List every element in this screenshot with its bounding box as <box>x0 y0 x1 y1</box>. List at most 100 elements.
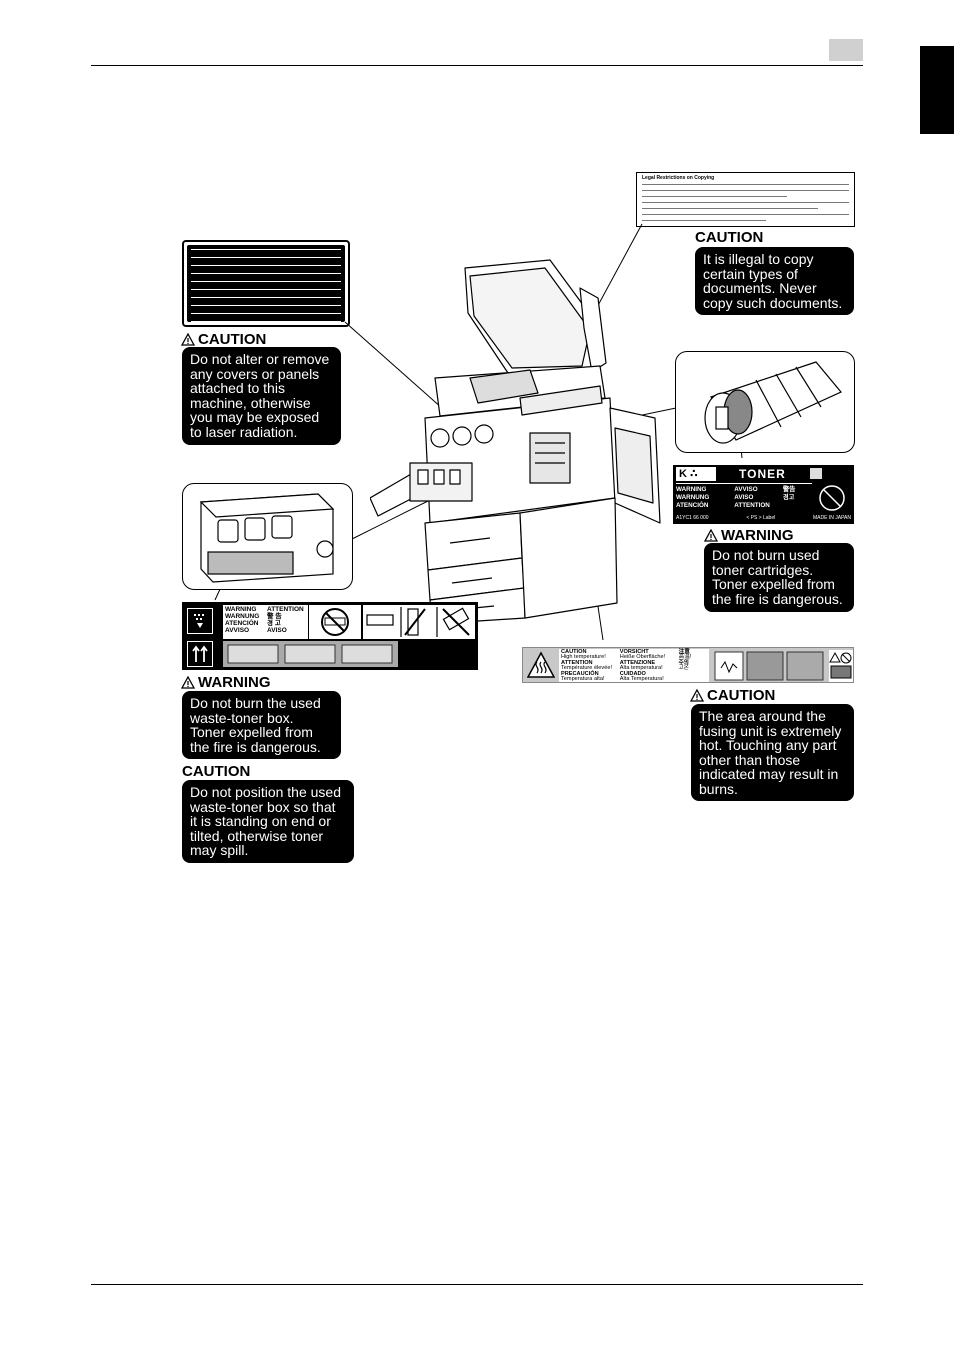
text-line: to laser radiation. <box>190 423 298 440</box>
sticker-word: 고온 <box>678 665 689 672</box>
sticker-word: 注意 <box>678 649 690 655</box>
laser-caution-heading: CAUTION <box>181 331 266 348</box>
sticker-footer: < PS > Label <box>746 515 776 521</box>
sticker-word: 경고 <box>782 494 795 501</box>
text-line: machine, otherwise <box>190 394 311 411</box>
copy-caution-bubble: It is illegal to copy certain types of d… <box>695 247 854 315</box>
sticker-word: AVVISO <box>225 627 250 634</box>
toner-k-label: K <box>679 468 687 480</box>
sticker-word: 警告 <box>782 486 796 493</box>
text-line: attached to this <box>190 380 285 397</box>
sticker-word: PRECAUCIÓN <box>561 670 599 677</box>
sticker-word: High temperature! <box>561 654 606 661</box>
sticker-word: ATENCIÓN <box>676 502 709 509</box>
no-fire-pictogram <box>309 605 361 639</box>
chapter-tab <box>920 46 954 134</box>
sticker-word <box>679 677 707 682</box>
copy-restriction-sticker: Legal Restrictions on Copying <box>636 172 855 227</box>
waste-warning-bubble: Do not burn the used waste-toner box. To… <box>182 691 341 759</box>
toner-warning-heading: WARNING <box>704 527 794 544</box>
text-line: copy such documents. <box>703 294 843 311</box>
disposal-steps-pictogram <box>223 641 398 667</box>
sticker-word: Heiße Oberfläche! <box>619 654 666 661</box>
fusing-sticker-words: CAUTION VORSICHT 注意 High temperature! He… <box>559 649 709 683</box>
sticker-word: AVISO <box>734 494 754 501</box>
sticker-word: Température élevée! <box>561 665 612 672</box>
waste-toner-box-image <box>199 493 335 583</box>
waste-toner-sticker: WARNING ATTENTION WARNUNG 警 告 ATENCIÓN 경… <box>182 602 478 670</box>
no-touch-icons <box>829 650 853 682</box>
hot-surface-icon <box>526 651 556 679</box>
text-line: toner cartridges. <box>712 561 814 578</box>
sticker-word: WARNUNG <box>676 494 710 501</box>
sticker-word: 경 고 <box>267 620 281 627</box>
text-line: waste-toner box. <box>190 709 294 726</box>
text-line: other than those <box>699 751 801 768</box>
fusing-caution-bubble: The area around the fusing unit is extre… <box>691 704 854 801</box>
text-line: Do not burn used <box>712 547 820 563</box>
text-line: tilted, otherwise toner <box>190 827 324 844</box>
waste-warning-heading: WARNING <box>181 674 271 691</box>
sticker-word: AVISO <box>267 627 287 634</box>
text-line: the fire is dangerous. <box>712 590 843 607</box>
text-line: indicated may result in <box>699 766 839 783</box>
sticker-word: ATTENZIONE <box>619 659 656 666</box>
text-line: documents. Never <box>703 280 817 297</box>
sticker-word: ATENCIÓN <box>225 620 259 627</box>
warning-triangle-icon <box>181 333 195 346</box>
fusing-caution-sticker: CAUTION VORSICHT 注意 High temperature! He… <box>522 647 854 683</box>
copy-caution-heading: CAUTION <box>695 229 764 246</box>
text-line: you may be exposed <box>190 409 320 426</box>
toner-recycle-icon <box>810 468 822 479</box>
text-line: it is standing on end or <box>190 813 331 830</box>
toner-cartridge-image <box>704 361 842 444</box>
page-number-box <box>829 39 863 61</box>
text-line: Toner expelled from <box>190 724 313 741</box>
sticker-word: WARNING <box>225 606 257 613</box>
waste-sticker-words: WARNING ATTENTION WARNUNG 警 告 ATENCIÓN 경… <box>223 605 308 639</box>
sticker-word: Alta temperatura! <box>619 665 663 672</box>
waste-box-icon <box>187 608 213 634</box>
toner-cartridge-closeup <box>675 351 855 453</box>
laser-caution-bubble: Do not alter or remove any covers or pan… <box>182 347 341 445</box>
laser-caution-sticker <box>182 240 350 327</box>
copier-illustration <box>370 259 661 624</box>
no-fire-icon <box>814 483 850 513</box>
waste-caution-bubble: Do not position the used waste-toner box… <box>182 780 354 863</box>
waste-toner-box-closeup <box>182 483 353 590</box>
warning-triangle-icon <box>181 676 195 689</box>
text-line: Do not burn the used <box>190 695 321 711</box>
sticker-word: ATTENTION <box>267 606 304 613</box>
warning-triangle-icon <box>704 529 718 542</box>
text-line: the fire is dangerous. <box>190 738 321 755</box>
sticker-word: Alta Temperatura! <box>619 676 664 683</box>
sticker-word: ATTENTION <box>561 659 593 666</box>
sticker-word: Temperatura alta! <box>561 676 605 683</box>
sticker-title: Legal Restrictions on Copying <box>642 175 715 181</box>
text-line: It is illegal to copy <box>703 251 814 267</box>
text-line: fusing unit is extremely <box>699 722 842 739</box>
sticker-word: 警 告 <box>267 613 282 620</box>
text-line: Toner expelled from <box>712 576 835 593</box>
toner-warning-bubble: Do not burn used toner cartridges. Toner… <box>704 543 854 612</box>
footer-rule <box>91 1284 863 1285</box>
fusing-caution-heading: CAUTION <box>690 687 775 704</box>
warning-triangle-icon <box>690 689 704 702</box>
sticker-word: CUIDADO <box>619 670 646 677</box>
sticker-word: AVVISO <box>734 486 758 493</box>
text-line: Do not alter or remove <box>190 351 330 367</box>
text-line: may spill. <box>190 842 249 859</box>
text-line: certain types of <box>703 265 798 282</box>
sticker-word: 高温! <box>678 654 692 661</box>
sticker-fine-print <box>642 183 849 224</box>
toner-title: TONER <box>739 467 786 481</box>
orientation-pictograms <box>363 605 475 639</box>
upright-arrows-icon <box>187 641 213 667</box>
sticker-word: CAUTION <box>561 649 587 655</box>
sticker-footer: MADE IN JAPAN <box>813 515 851 521</box>
text-line: hot. Touching any part <box>699 737 837 754</box>
waste-caution-heading: CAUTION <box>182 763 251 780</box>
header-rule <box>91 65 863 66</box>
text-line: burns. <box>699 780 738 797</box>
text-line: Do not position the used <box>190 784 341 800</box>
